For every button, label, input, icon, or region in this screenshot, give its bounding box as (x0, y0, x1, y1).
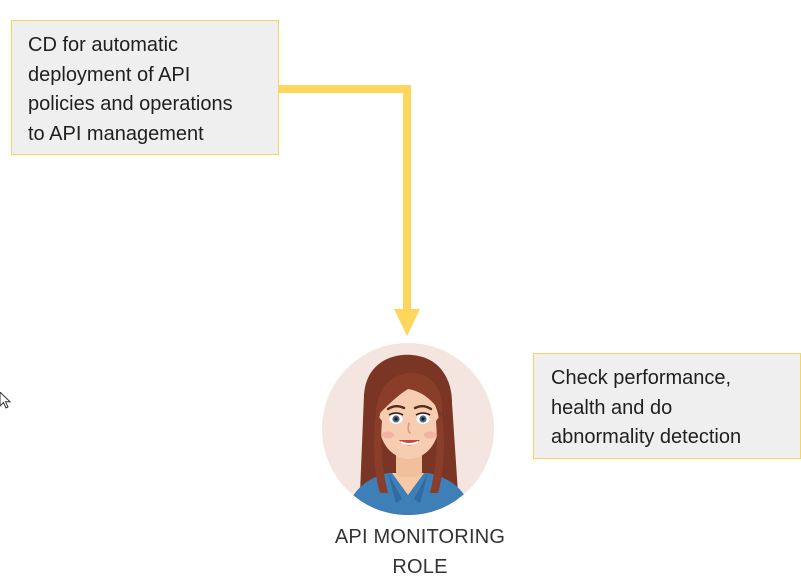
note-line: deployment of API (28, 63, 191, 86)
note-cd-deployment: CD for automatic deployment of API polic… (11, 20, 279, 155)
mouse-pointer-icon (0, 392, 12, 409)
note-line: CD for automatic (28, 34, 179, 56)
note-line: Check performance, (551, 367, 732, 389)
connector-line (279, 85, 411, 311)
role-label-line: ROLE (392, 556, 448, 578)
note-line: to API management (28, 122, 204, 145)
role-label: API MONITORING ROLE (300, 522, 540, 582)
note-monitoring-tasks: Check performance, health and do abnorma… (533, 353, 801, 459)
note-line: abnormality detection (551, 426, 742, 448)
note-line: health and do (551, 396, 673, 419)
arrow-head-icon (394, 309, 420, 336)
role-label-line: API MONITORING (334, 526, 506, 548)
woman-avatar-icon (322, 343, 494, 515)
note-line: policies and operations (28, 93, 233, 115)
